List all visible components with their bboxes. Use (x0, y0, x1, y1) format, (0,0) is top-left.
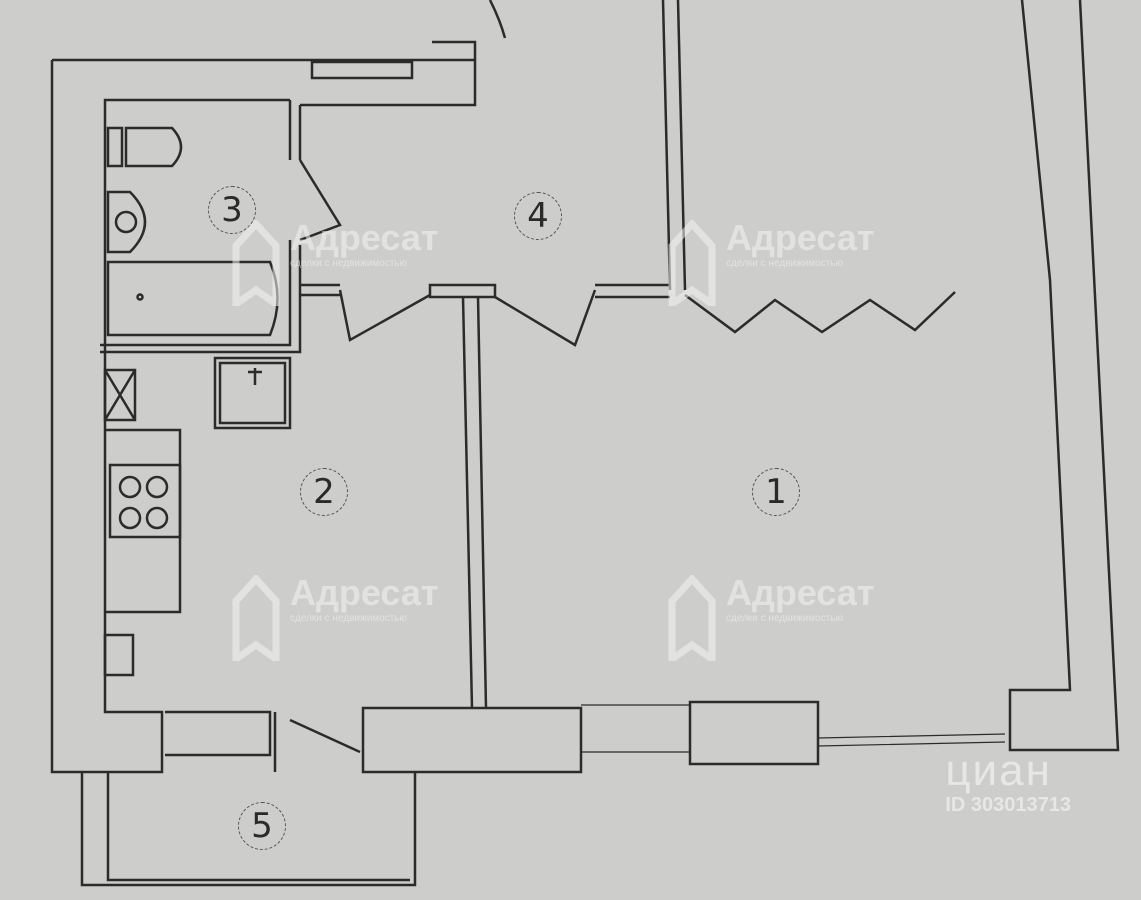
kitchen-box (103, 368, 137, 422)
cian-id: ID 303013713 (945, 794, 1071, 816)
balcony (80, 772, 417, 887)
kitchen-sink (213, 356, 292, 430)
watermark-top-left: Адресат сделки с недвижимостью (232, 220, 439, 306)
watermark-name: Адресат (290, 572, 439, 613)
right-wall (1008, 0, 1120, 752)
house-logo-icon (232, 220, 280, 306)
bathroom-wall (100, 100, 302, 354)
cian-watermark: циан ID 303013713 (945, 748, 1071, 817)
watermark-bottom-right: Адресат сделки с недвижимостью (668, 575, 875, 661)
outer-wall-left (50, 58, 477, 774)
balcony-door (165, 710, 361, 772)
room-label-3: 3 (208, 186, 256, 234)
house-logo-icon (668, 220, 716, 306)
room-label-1: 1 (752, 468, 800, 516)
wall-pier-1 (361, 706, 583, 774)
watermark-name: Адресат (726, 217, 875, 258)
stove (108, 463, 182, 539)
wall-pier-2 (688, 700, 820, 766)
kitchen-counter (105, 428, 182, 614)
toilet-tank (106, 126, 124, 168)
room-label-4: 4 (514, 192, 562, 240)
room-label-2: 2 (300, 468, 348, 516)
watermark-subtitle: сделки с недвижимостью (290, 613, 408, 624)
watermark-top-right: Адресат сделки с недвижимостью (668, 220, 875, 306)
watermark-name: Адресат (290, 217, 439, 258)
room-label-5: 5 (238, 802, 286, 850)
zigzag-boundary (684, 291, 956, 334)
bath-sink (106, 190, 147, 254)
partition-vertical-top (661, 0, 687, 291)
window-line-2 (817, 733, 1006, 747)
toilet-bowl (124, 126, 183, 168)
watermark-subtitle: сделки с недвижимостью (726, 613, 844, 624)
watermark-subtitle: сделки с недвижимостью (726, 258, 844, 269)
door-swing-1 (494, 289, 597, 347)
watermark-name: Адресат (726, 572, 875, 613)
watermark-bottom-left: Адресат сделки с недвижимостью (232, 575, 439, 661)
cian-name: циан (945, 746, 1052, 795)
top-window (310, 60, 414, 80)
house-logo-icon (232, 575, 280, 661)
watermark-subtitle: сделки с недвижимостью (290, 258, 408, 269)
window-line-1 (581, 704, 690, 753)
partition-2-1 (461, 296, 488, 709)
fridge (103, 633, 135, 677)
house-logo-icon (668, 575, 716, 661)
bath-door-swing (298, 159, 342, 242)
door-swing-2 (338, 289, 431, 342)
